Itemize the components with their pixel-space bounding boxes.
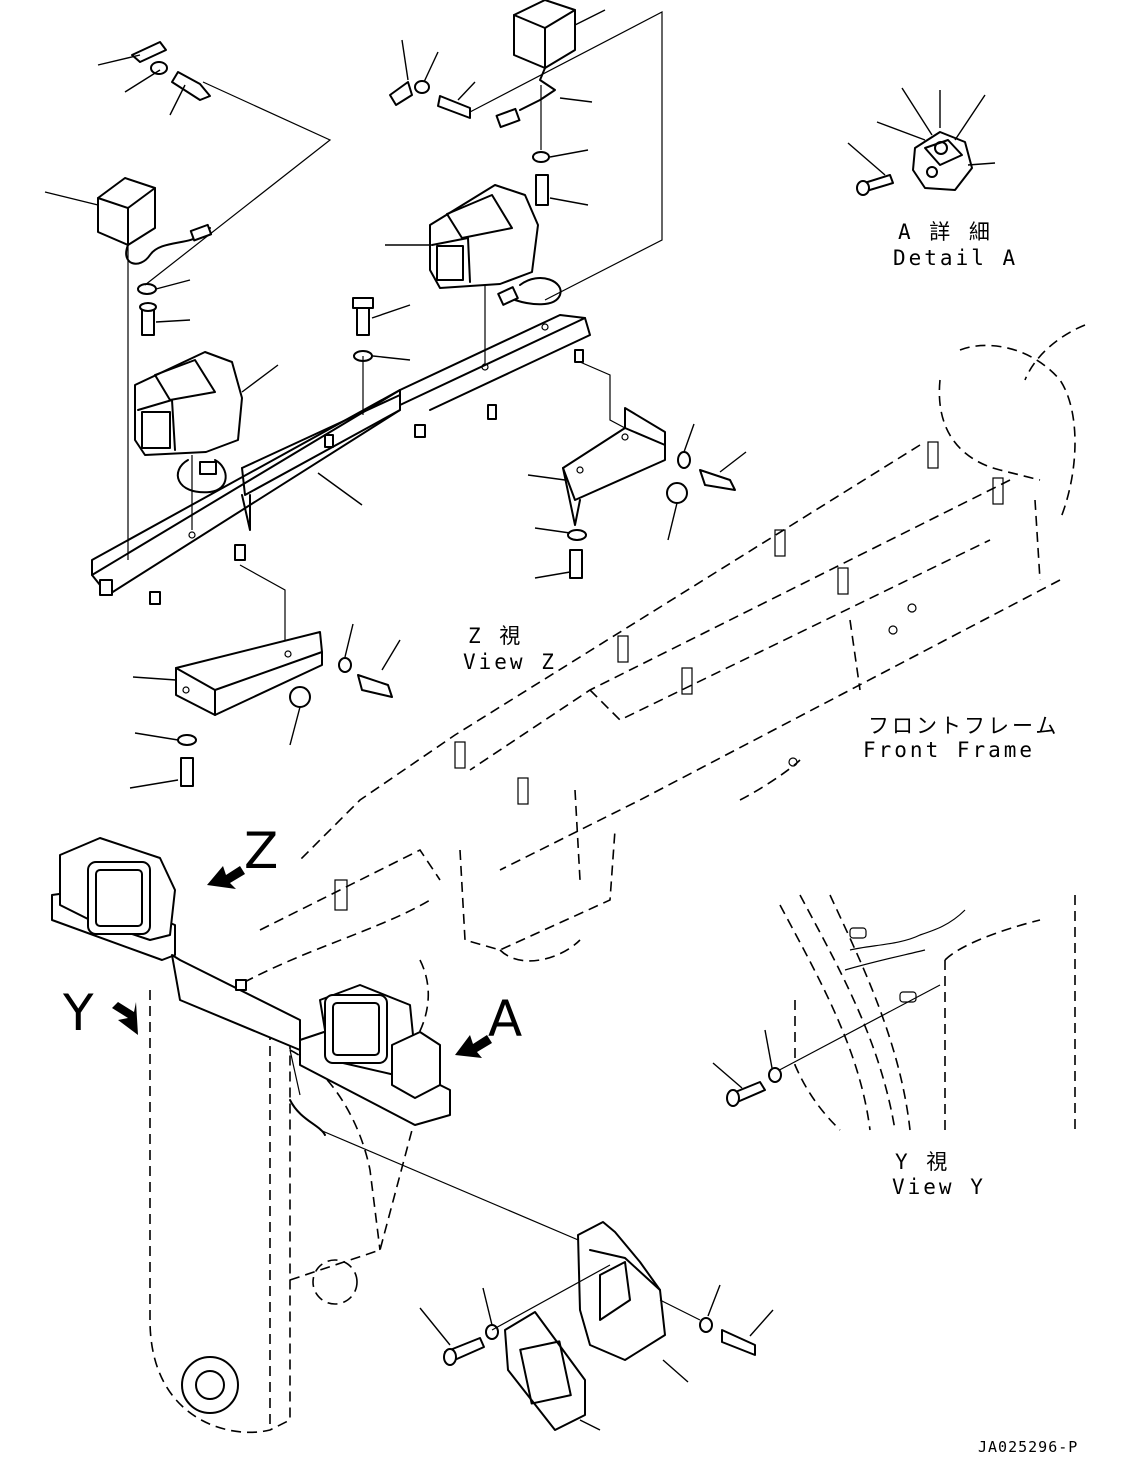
view-z-arrow (207, 866, 245, 889)
front-frame-title-jp: フロントフレーム (868, 714, 1060, 738)
front-frame-drawing (149, 324, 1086, 1434)
view-y-title-en: View Y (892, 1175, 986, 1199)
view-z-title-en: View Z (463, 650, 557, 674)
detail-a-arrow (455, 1035, 492, 1058)
lamp-assembly-installed (51, 837, 591, 1246)
detail-a-title-en: Detail A (893, 246, 1019, 270)
drawing-code: JA025296-P (978, 1438, 1079, 1456)
detail-a-arrow-label: A (488, 990, 523, 1048)
view-z-arrow-label: Z (244, 822, 279, 880)
detail-a-title-jp: A 詳 細 (898, 220, 993, 244)
view-y-arrow (112, 1002, 138, 1035)
view-y-arrow-label: Y (63, 984, 94, 1042)
view-y-title-jp: Y 視 (895, 1150, 951, 1174)
view-z-title-jp: Z 視 (468, 624, 524, 648)
front-frame-title-en: Front Frame (863, 738, 1036, 762)
detail-a-drawing (847, 87, 996, 196)
lamp-bracket-assembly (44, 0, 747, 789)
view-y-drawing (712, 894, 1076, 1131)
cover-box-drawing (419, 1221, 774, 1431)
